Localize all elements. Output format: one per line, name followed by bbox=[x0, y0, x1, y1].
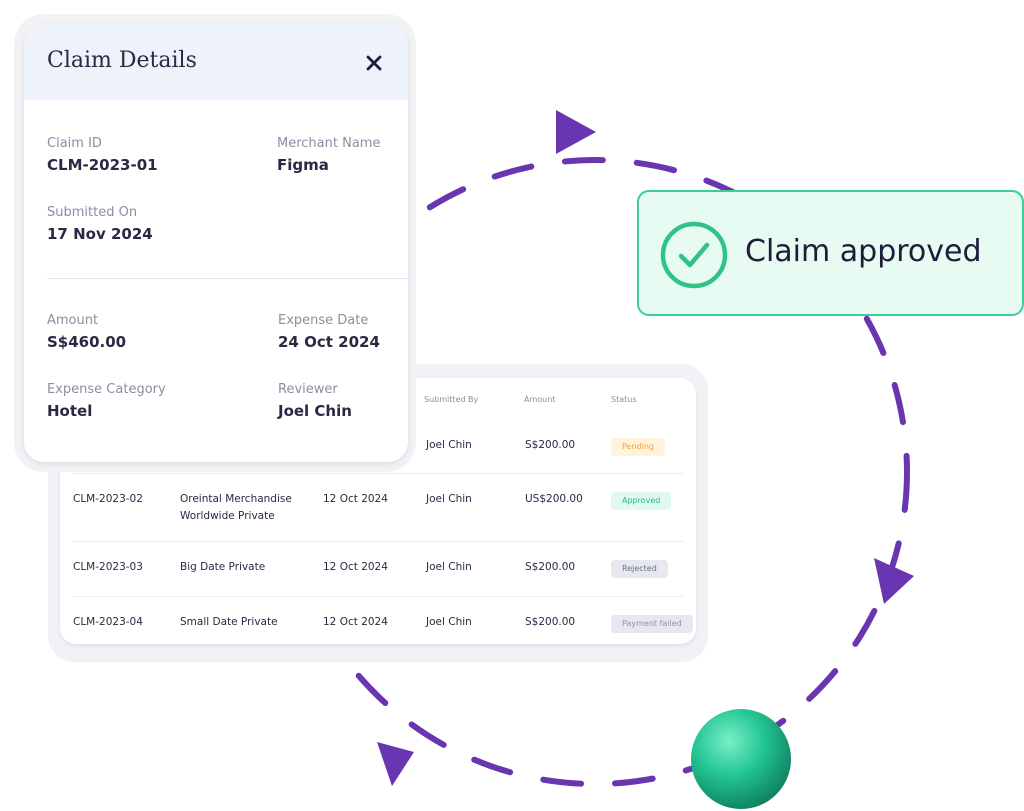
table-row[interactable]: Joel Chin S$200.00 Pending bbox=[72, 424, 684, 474]
close-icon bbox=[366, 55, 382, 71]
column-header-status: Status bbox=[611, 395, 637, 404]
submitted-by-cell: Joel Chin bbox=[426, 561, 472, 573]
amount-cell: S$200.00 bbox=[525, 439, 576, 451]
status-badge-payment-failed: Payment failed bbox=[611, 615, 693, 633]
claim-details-header: Claim Details bbox=[24, 24, 408, 100]
amount-label: Amount bbox=[47, 313, 99, 328]
merchant-name-label: Merchant Name bbox=[277, 136, 381, 151]
expense-date-label: Expense Date bbox=[278, 313, 369, 328]
section-divider bbox=[47, 278, 408, 279]
arrow-head-bottom bbox=[377, 742, 414, 786]
date-cell: 12 Oct 2024 bbox=[323, 616, 388, 628]
submitted-by-cell: Joel Chin bbox=[426, 616, 472, 628]
claim-id-cell: CLM-2023-04 bbox=[73, 616, 143, 628]
date-cell: 12 Oct 2024 bbox=[323, 493, 388, 505]
merchant-cell-line2: Worldwide Private bbox=[180, 510, 275, 522]
date-cell: 12 Oct 2024 bbox=[323, 561, 388, 573]
table-row[interactable]: CLM-2023-03 Big Date Private 12 Oct 2024… bbox=[72, 541, 684, 597]
claim-approved-toast: Claim approved bbox=[637, 190, 1024, 316]
claim-details-title: Claim Details bbox=[47, 48, 197, 73]
submitted-on-value: 17 Nov 2024 bbox=[47, 225, 153, 243]
close-button[interactable] bbox=[362, 51, 386, 75]
expense-category-value: Hotel bbox=[47, 402, 93, 420]
arrow-head-right bbox=[874, 558, 914, 604]
arrow-head-top bbox=[556, 110, 596, 154]
amount-cell: US$200.00 bbox=[525, 493, 583, 505]
status-badge-rejected: Rejected bbox=[611, 560, 668, 578]
claim-details-panel: Claim Details Claim ID CLM-2023-01 Merch… bbox=[24, 24, 408, 462]
table-row[interactable]: CLM-2023-04 Small Date Private 12 Oct 20… bbox=[72, 596, 693, 644]
column-header-amount: Amount bbox=[524, 395, 556, 404]
reviewer-value: Joel Chin bbox=[278, 402, 352, 420]
status-badge-pending: Pending bbox=[611, 438, 665, 456]
merchant-cell: Big Date Private bbox=[180, 561, 266, 573]
table-header: Submitted By Amount Status bbox=[60, 378, 696, 424]
merchant-cell: Small Date Private bbox=[180, 616, 278, 628]
amount-cell: S$200.00 bbox=[525, 561, 576, 573]
submitted-on-label: Submitted On bbox=[47, 205, 138, 220]
status-badge-approved: Approved bbox=[611, 492, 672, 510]
claim-id-cell: CLM-2023-03 bbox=[73, 561, 143, 573]
claim-id-value: CLM-2023-01 bbox=[47, 156, 158, 174]
toast-message: Claim approved bbox=[745, 234, 982, 269]
column-header-submitted-by: Submitted By bbox=[424, 395, 479, 404]
green-orb bbox=[691, 709, 791, 809]
submitted-by-cell: Joel Chin bbox=[426, 493, 472, 505]
submitted-by-cell: Joel Chin bbox=[426, 439, 472, 451]
claim-id-label: Claim ID bbox=[47, 136, 102, 151]
amount-cell: S$200.00 bbox=[525, 616, 576, 628]
expense-category-label: Expense Category bbox=[47, 382, 166, 397]
check-circle-icon bbox=[660, 221, 728, 289]
merchant-name-value: Figma bbox=[277, 156, 329, 174]
table-row[interactable]: CLM-2023-02 Oreintal Merchandise Worldwi… bbox=[72, 473, 684, 542]
reviewer-label: Reviewer bbox=[278, 382, 338, 397]
merchant-cell: Oreintal Merchandise bbox=[180, 493, 292, 505]
claim-id-cell: CLM-2023-02 bbox=[73, 493, 143, 505]
amount-value: S$460.00 bbox=[47, 333, 127, 351]
expense-date-value: 24 Oct 2024 bbox=[278, 333, 380, 351]
